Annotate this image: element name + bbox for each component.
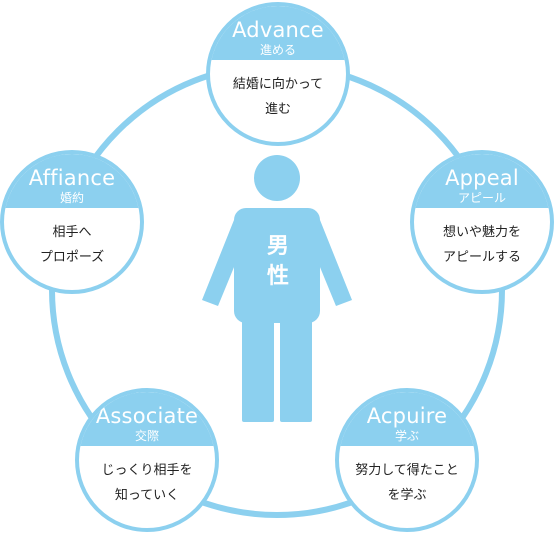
node-associate-subtitle: 交際 [134,429,159,443]
node-acpuire-body: 努力して得たこと を学ぶ [339,446,475,508]
node-appeal-header: Appeal アピール [414,154,550,208]
node-associate-line2: 知っていく [114,488,180,503]
node-acpuire-subtitle: 学ぶ [394,429,419,443]
node-appeal-line1: 想いや魅力を [442,225,521,240]
node-affiance-title: Affiance [28,166,116,190]
node-acpuire-line2: を学ぶ [387,488,427,503]
node-associate-title: Associate [95,404,199,428]
center-label-line2: 性 [266,264,289,289]
node-associate-line1: じっくり相手を [101,463,193,478]
node-associate: Associate 交際 じっくり相手を 知っていく [75,388,219,532]
node-appeal-body: 想いや魅力を アピールする [414,208,550,270]
node-affiance-body: 相手へ プロポーズ [4,208,140,270]
node-appeal: Appeal アピール 想いや魅力を アピールする [410,150,554,294]
node-associate-body: じっくり相手を 知っていく [79,446,215,508]
node-acpuire: Acpuire 学ぶ 努力して得たこと を学ぶ [335,388,479,532]
node-appeal-title: Appeal [445,166,519,190]
node-affiance: Affiance 婚約 相手へ プロポーズ [0,150,144,294]
node-acpuire-line1: 努力して得たこと [355,463,459,478]
node-advance-line1: 結婚に向かって [232,77,324,92]
node-advance-body: 結婚に向かって 進む [210,60,346,122]
node-affiance-line2: プロポーズ [39,250,105,265]
node-affiance-subtitle: 婚約 [59,191,84,205]
node-acpuire-title: Acpuire [366,404,448,428]
node-advance-title: Advance [232,18,324,42]
center-label: 男 性 [260,232,296,292]
center-label-line1: 男 [266,234,289,259]
node-advance-subtitle: 進める [259,43,296,57]
node-appeal-line2: アピールする [442,250,521,265]
node-advance-line2: 進む [264,102,291,117]
node-appeal-subtitle: アピール [457,191,506,205]
node-affiance-line1: 相手へ [52,225,92,240]
node-advance: Advance 進める 結婚に向かって 進む [206,2,350,146]
